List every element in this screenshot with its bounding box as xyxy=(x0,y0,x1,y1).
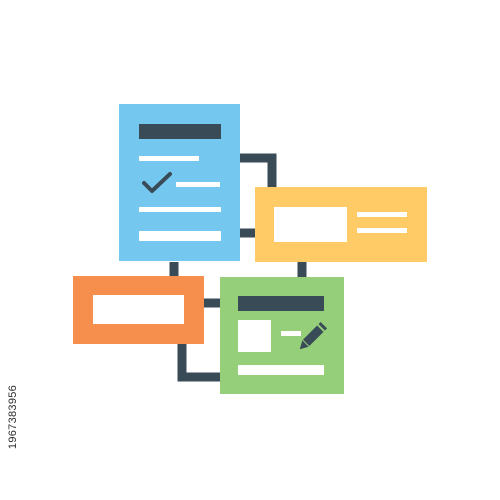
connector-lines xyxy=(169,153,307,382)
connector-orange-to-green-lower xyxy=(177,344,220,382)
document-text-block xyxy=(139,231,221,241)
document-card xyxy=(119,104,240,261)
green-panel xyxy=(220,277,344,394)
green-panel-text-block xyxy=(238,365,324,375)
yellow-panel-text-line xyxy=(357,212,407,217)
document-text-line xyxy=(176,182,220,187)
stock-id-watermark: 1967383956 xyxy=(7,384,19,450)
yellow-panel-image-box xyxy=(274,207,347,242)
orange-panel-text-box xyxy=(93,295,184,324)
checkmark-icon xyxy=(142,172,172,193)
connector-doc-to-yellow xyxy=(240,153,277,188)
green-panel-title-bar xyxy=(238,296,324,311)
yellow-panel-text-line xyxy=(357,228,407,233)
green-panel-image-box xyxy=(238,320,271,352)
pen-icon xyxy=(299,321,328,350)
yellow-panel xyxy=(255,187,427,262)
document-text-line xyxy=(139,156,199,161)
orange-panel xyxy=(73,276,204,344)
document-text-line xyxy=(139,207,221,212)
document-title-bar xyxy=(139,124,221,139)
green-panel-text-line xyxy=(281,331,301,336)
